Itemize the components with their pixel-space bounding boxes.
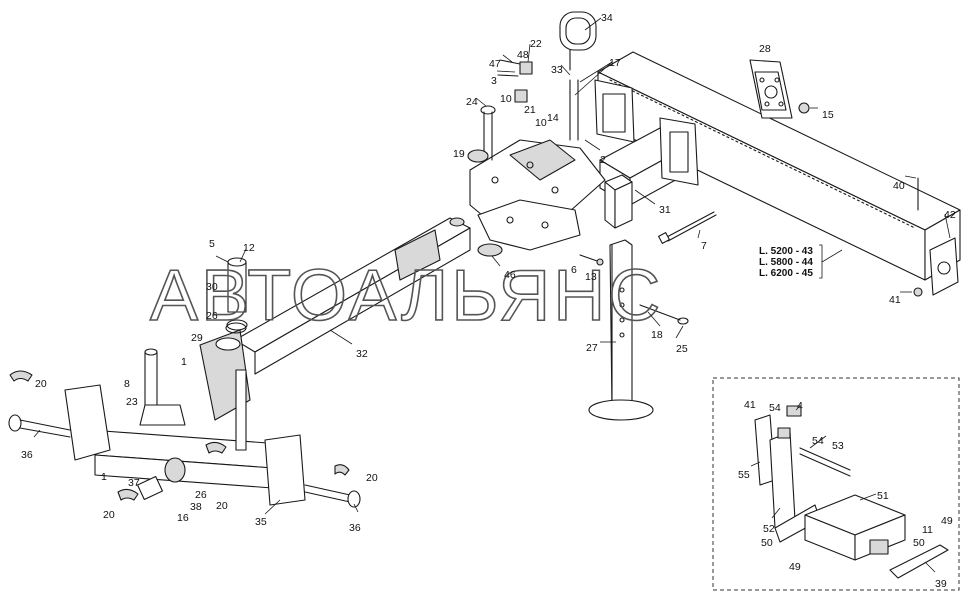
callout-c28: 28 — [759, 43, 771, 55]
length-legend: L. 5200 - 43 L. 5800 - 44 L. 6200 - 45 — [757, 243, 843, 280]
callout-c6: 6 — [571, 264, 577, 276]
callout-c36a: 36 — [21, 449, 33, 461]
end-plate — [929, 237, 959, 296]
callout-c41b: 41 — [744, 399, 756, 411]
callout-c27: 27 — [586, 342, 598, 354]
callout-c37: 37 — [128, 477, 140, 489]
length-legend-3: L. 6200 - 45 — [759, 268, 813, 279]
callout-c42: 42 — [944, 209, 956, 221]
pin-36-right — [304, 484, 361, 508]
callout-c47: 47 — [489, 58, 501, 70]
callout-c39: 39 — [935, 578, 947, 590]
callout-c25: 25 — [676, 343, 688, 355]
length-legend-1: L. 5200 - 43 — [759, 246, 813, 257]
callout-c5: 5 — [209, 238, 215, 250]
pin-36-left — [8, 414, 71, 438]
callout-c22: 22 — [530, 38, 542, 50]
callout-c10a: 10 — [500, 93, 512, 105]
callout-c2: 2 — [600, 154, 606, 166]
callout-c50b: 50 — [913, 537, 925, 549]
hitch-handle — [559, 11, 597, 71]
callout-c53: 53 — [832, 440, 844, 452]
callout-c11: 11 — [922, 524, 933, 536]
callout-c4: 4 — [797, 400, 803, 412]
cross-beam — [594, 79, 699, 206]
callout-c20b: 20 — [216, 500, 228, 512]
callout-c26a: 26 — [206, 310, 218, 322]
callout-c24: 24 — [466, 96, 478, 108]
nut — [913, 287, 923, 297]
mount-plate — [749, 59, 793, 119]
callout-c41a: 41 — [889, 294, 901, 306]
callout-c29: 29 — [191, 332, 203, 344]
callout-c18: 18 — [651, 329, 663, 341]
callout-c55: 55 — [738, 469, 750, 481]
callout-c54a: 54 — [769, 402, 781, 414]
callout-c54b: 54 — [812, 435, 824, 447]
callout-c12: 12 — [243, 242, 255, 254]
leader-lines — [33, 17, 951, 573]
callout-c52: 52 — [763, 523, 775, 535]
drawbar-arm — [234, 217, 471, 375]
callout-c23: 23 — [126, 396, 138, 408]
callout-c20c: 20 — [366, 472, 378, 484]
hitch-coupler — [469, 139, 606, 251]
callout-c19: 19 — [453, 148, 465, 160]
callout-c36b: 36 — [349, 522, 361, 534]
clamp-block — [497, 59, 533, 103]
callout-c32: 32 — [356, 348, 368, 360]
inset-bolt — [799, 447, 851, 477]
callout-c21: 21 — [524, 104, 536, 116]
callout-c20a: 20 — [35, 378, 47, 390]
callout-c46: 46 — [504, 269, 516, 281]
callout-c1a: 1 — [181, 356, 187, 368]
inset-strap — [889, 544, 949, 579]
callout-c14: 14 — [547, 112, 559, 124]
callout-c1b: 1 — [101, 471, 107, 483]
nut — [798, 102, 810, 114]
long-bolt — [658, 211, 717, 244]
jack-pin — [639, 304, 689, 325]
callout-c33: 33 — [551, 64, 563, 76]
callout-c40: 40 — [893, 180, 905, 192]
callout-c13: 13 — [585, 271, 597, 283]
callout-c8: 8 — [124, 378, 130, 390]
inset-bracket — [754, 405, 821, 543]
inset-box — [804, 494, 906, 561]
watermark: АВТОАЛЬЯНС — [150, 256, 663, 336]
callout-c49b: 49 — [789, 561, 801, 573]
clip-20 — [9, 370, 350, 501]
u-bolt — [569, 79, 579, 141]
detail-inset — [712, 377, 960, 591]
callout-c20d: 20 — [103, 509, 115, 521]
callout-c48: 48 — [517, 49, 529, 61]
callout-c26b: 26 — [195, 489, 207, 501]
callout-c31: 31 — [659, 204, 671, 216]
callout-c30: 30 — [206, 281, 218, 293]
washer — [477, 243, 503, 257]
callout-c3: 3 — [491, 75, 497, 87]
callout-c34: 34 — [601, 12, 613, 24]
jack-stand — [588, 174, 654, 421]
tow-assembly — [64, 257, 306, 506]
callout-c38: 38 — [190, 501, 202, 513]
callout-c35: 35 — [255, 516, 267, 528]
length-legend-2: L. 5800 - 44 — [759, 257, 813, 268]
bolt-6 — [579, 254, 604, 266]
callout-c17: 17 — [609, 57, 621, 69]
callout-c51: 51 — [877, 490, 889, 502]
callout-c50a: 50 — [761, 537, 773, 549]
callout-c15: 15 — [822, 109, 834, 121]
lock-pin — [467, 149, 489, 163]
callout-c49a: 49 — [941, 515, 953, 527]
callout-c10b: 10 — [535, 117, 547, 129]
callout-c7: 7 — [701, 240, 707, 252]
callout-c16: 16 — [177, 512, 189, 524]
